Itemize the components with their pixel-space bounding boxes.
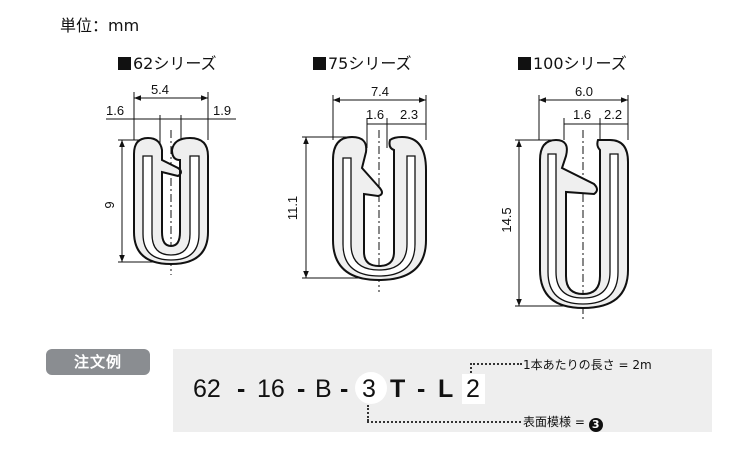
code-length: 2 <box>466 375 480 403</box>
surface-number-badge: 3 <box>588 418 603 432</box>
profile-62 <box>106 92 236 275</box>
surface-leader-v <box>367 405 369 421</box>
svg-text:1.6: 1.6 <box>366 107 384 122</box>
svg-text:1.9: 1.9 <box>213 103 231 118</box>
svg-text:2.3: 2.3 <box>400 107 418 122</box>
svg-text:1.6: 1.6 <box>106 103 124 118</box>
order-example-badge: 注文例 <box>46 349 150 375</box>
svg-text:11.1: 11.1 <box>285 196 300 220</box>
order-example-panel <box>173 349 712 432</box>
code-dash: - <box>340 375 349 403</box>
square-bullet-icon <box>518 57 531 70</box>
square-bullet-icon <box>118 57 131 70</box>
svg-text:9: 9 <box>102 201 117 208</box>
svg-text:7.4: 7.4 <box>371 84 389 99</box>
svg-text:14.5: 14.5 <box>499 207 514 232</box>
length-note: 1本あたりの長さ = 2m <box>523 358 652 372</box>
length-leader-v <box>470 363 472 373</box>
code-dash: - <box>237 375 246 403</box>
series-title-75: 75シリーズ <box>313 50 412 74</box>
code-series: 62 <box>193 375 221 403</box>
unit-label: 単位：mm <box>60 16 140 35</box>
code-color: B <box>315 375 332 403</box>
svg-text:6.0: 6.0 <box>575 84 593 99</box>
code-type: T <box>390 375 406 403</box>
code-surface: 3 <box>362 375 376 403</box>
svg-text:2.2: 2.2 <box>604 107 622 122</box>
code-dash: - <box>417 375 426 403</box>
surface-highlight-circle <box>355 372 387 404</box>
surface-note: 表面模様 = 3 <box>523 413 603 432</box>
series-title-62: 62シリーズ <box>118 50 217 74</box>
profile-75 <box>302 95 427 292</box>
profile-100 <box>515 95 629 320</box>
code-length-prefix: L <box>438 375 454 403</box>
code-dash: - <box>297 375 306 403</box>
square-bullet-icon <box>313 57 326 70</box>
length-leader-h <box>470 363 522 365</box>
surface-leader-h <box>367 421 521 423</box>
svg-text:5.4: 5.4 <box>151 82 169 97</box>
length-highlight-box <box>462 374 485 404</box>
code-size: 16 <box>257 375 285 403</box>
svg-text:1.6: 1.6 <box>573 107 591 122</box>
profile-drawings: 5.4 1.6 1.9 9 7.4 1.6 2.3 11.1 6.0 1.6 2 <box>102 82 629 320</box>
series-title-100: 100シリーズ <box>518 50 627 74</box>
